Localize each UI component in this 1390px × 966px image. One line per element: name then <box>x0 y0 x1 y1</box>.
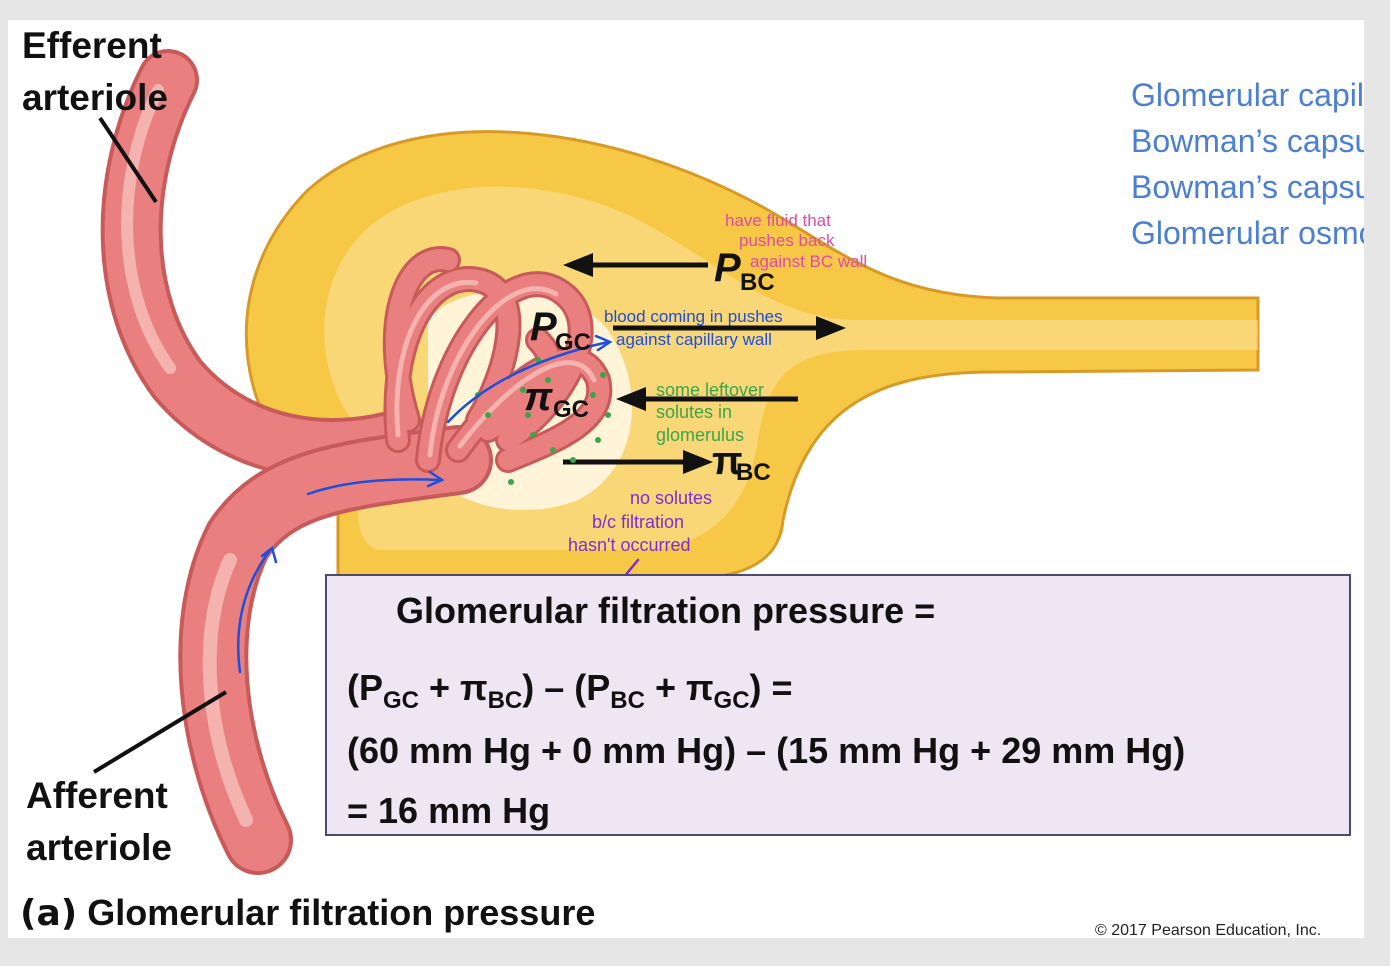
svg-text:b/c filtration: b/c filtration <box>592 512 684 532</box>
legend-item: Bowman’s capsul <box>1131 169 1364 205</box>
legend-item: Glomerular capill <box>1131 77 1364 113</box>
svg-text:against BC wall: against BC wall <box>750 252 867 271</box>
annotation-green: some leftover solutes in glomerulus <box>656 380 764 445</box>
equation-formula: (PGC + πBC) – (PBC + πGC) = <box>347 667 793 715</box>
efferent-arteriole-label: Efferent arteriole <box>22 25 169 118</box>
pi-gc-subscript: GC <box>553 396 589 423</box>
equation-title: Glomerular filtration pressure = <box>396 590 936 631</box>
pi-bc-symbol: π <box>712 439 743 483</box>
annotation-purple: no solutes b/c filtration hasn't occurre… <box>568 488 712 555</box>
force-label-pi-gc: π GC <box>524 375 589 423</box>
annotation-pink: have fluid that pushes back against BC w… <box>725 211 867 271</box>
svg-text:pushes back: pushes back <box>739 231 835 250</box>
glomerulus-diagram: P BC P GC π GC π BC have fluid that push… <box>92 49 1260 875</box>
pi-gc-symbol: π <box>524 375 553 419</box>
equation-result: = 16 mm Hg <box>347 790 551 831</box>
afferent-arteriole-vessel <box>178 425 493 875</box>
side-legend: Glomerular capill Bowman’s capsul Bowman… <box>1131 72 1364 256</box>
p-bc-symbol: P <box>714 246 741 290</box>
annotation-blue: blood coming in pushes against capillary… <box>604 307 783 349</box>
pi-bc-subscript: BC <box>736 459 771 486</box>
force-label-pi-bc: π BC <box>712 439 771 486</box>
svg-text:against capillary wall: against capillary wall <box>616 330 772 349</box>
blood-flow-arrows <box>237 334 613 674</box>
p-gc-subscript: GC <box>555 329 591 356</box>
svg-text:some leftover: some leftover <box>656 380 764 400</box>
force-label-p-gc: P GC <box>530 305 591 356</box>
svg-text:solutes in: solutes in <box>656 402 732 422</box>
svg-text:no solutes: no solutes <box>630 488 712 508</box>
copyright-notice: © 2017 Pearson Education, Inc. <box>1095 922 1322 938</box>
svg-text:have fluid that: have fluid that <box>725 211 831 230</box>
caption-tag: (a) <box>20 893 78 934</box>
force-arrows <box>563 253 846 474</box>
legend-item: Glomerular osmo <box>1131 215 1364 251</box>
svg-text:glomerulus: glomerulus <box>656 425 744 445</box>
slide: P BC P GC π GC π BC have fluid that push… <box>8 20 1364 938</box>
afferent-pointer-line <box>92 690 228 774</box>
force-label-p-bc: P BC <box>714 246 775 296</box>
legend-item: Bowman’s capsul <box>1131 123 1364 159</box>
svg-text:hasn't occurred: hasn't occurred <box>568 535 691 555</box>
figure-caption: (a) Glomerular filtration pressure <box>20 892 595 934</box>
p-bc-subscript: BC <box>740 269 775 296</box>
afferent-arteriole-label: Afferent arteriole <box>26 775 173 868</box>
caption-text: Glomerular filtration pressure <box>87 892 596 933</box>
equation-box: Glomerular filtration pressure = (PGC + … <box>325 574 1351 836</box>
p-gc-symbol: P <box>530 305 557 349</box>
glomerular-capillaries <box>382 246 613 473</box>
equation-values: (60 mm Hg + 0 mm Hg) – (15 mm Hg + 29 mm… <box>347 730 1186 771</box>
efferent-pointer-line <box>98 116 158 204</box>
svg-text:blood coming in pushes: blood coming in pushes <box>604 307 783 326</box>
